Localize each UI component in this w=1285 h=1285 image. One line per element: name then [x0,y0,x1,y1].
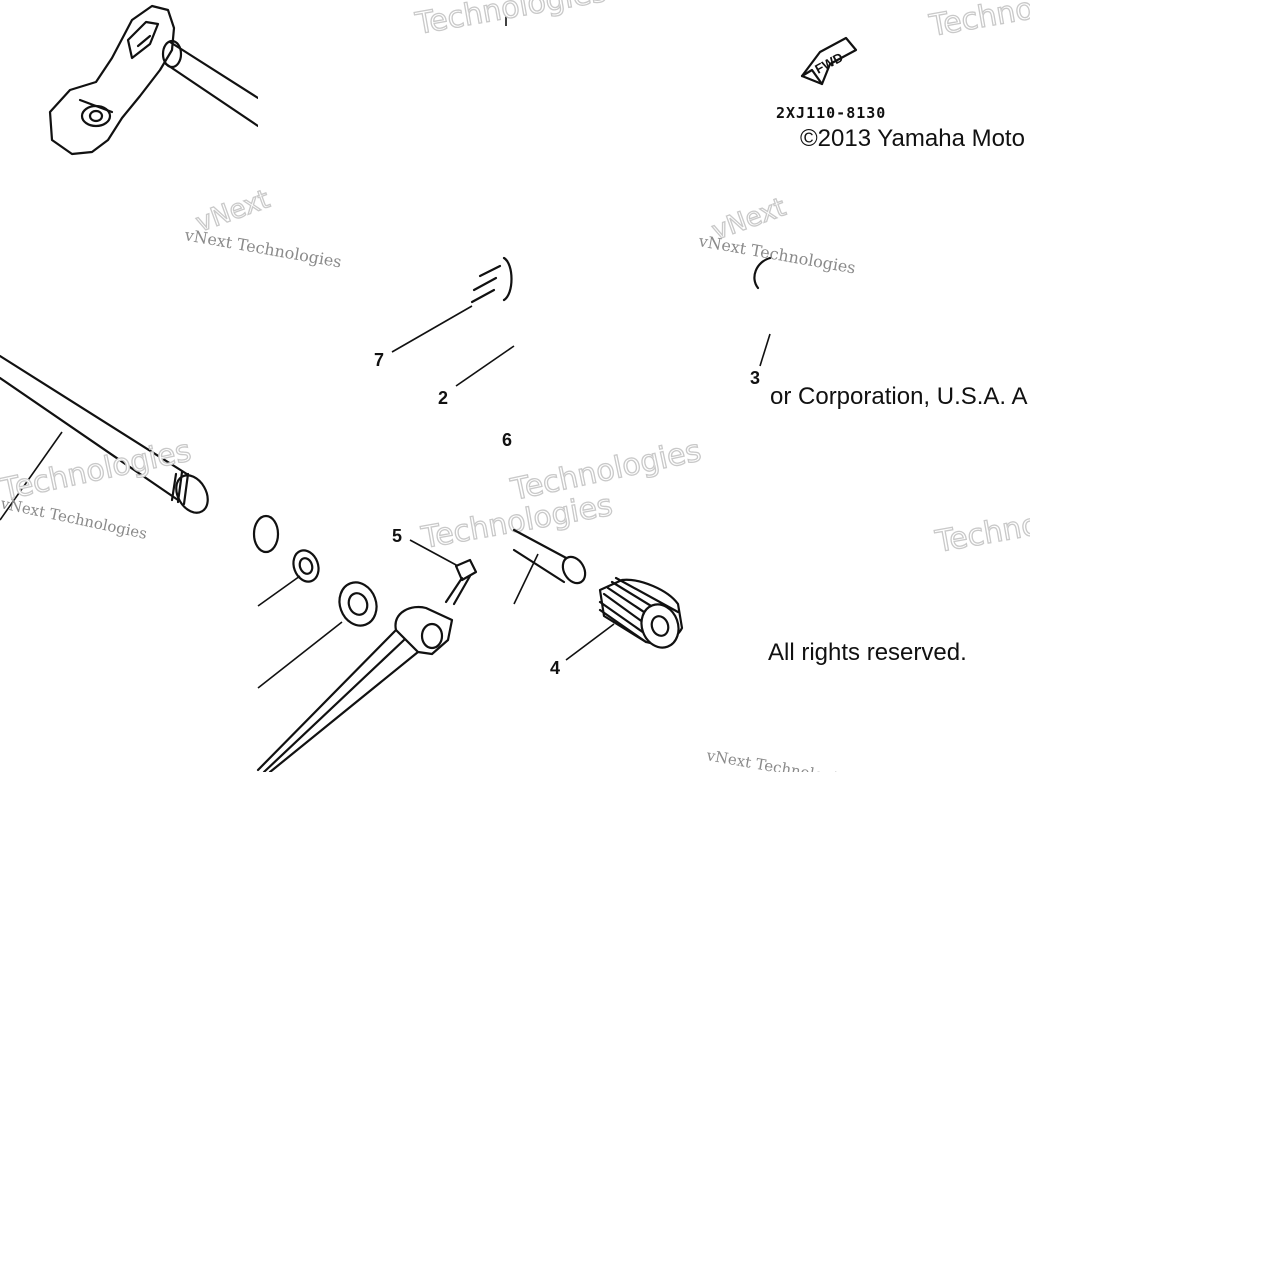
watermark-vnext-big-2: vNext [708,192,790,246]
fwd-label: FWD [812,50,845,77]
callout-3: 3 [750,368,760,388]
callout-5: 5 [392,526,402,546]
callout-6: 6 [502,430,512,450]
shift-shaft-drawing [0,354,209,521]
callout-7: 7 [374,350,384,370]
spring-drawing [391,256,515,387]
circlip-drawing [753,256,772,367]
callout-4: 4 [550,658,560,678]
callout-2: 2 [438,388,448,408]
shift-pedal-rubber-drawing [512,528,684,661]
fwd-arrow-group: FWD [800,36,858,86]
diagram-code: 2XJ110-8130 [776,104,886,122]
copyright-line-2: or Corporation, U.S.A. A [770,383,1027,410]
shift-lever-drawing [252,514,478,774]
shift-shaft-bracket-drawing [48,4,260,156]
copyright-line-1: ©2013 Yamaha Moto [800,125,1025,152]
copyright-line-3: All rights reserved. [768,639,967,666]
